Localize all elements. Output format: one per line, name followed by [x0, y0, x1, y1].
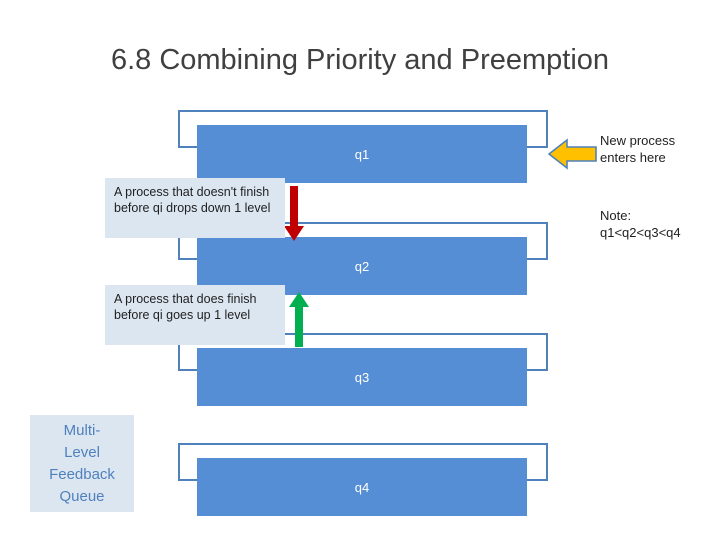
page-title: 6.8 Combining Priority and Preemption — [110, 44, 610, 76]
callout-demote-text: A process that doesn't finish before qi … — [114, 185, 271, 215]
queue-bar-q3[interactable]: q3 — [197, 348, 527, 406]
queue-label-q3: q3 — [354, 369, 370, 385]
mlfq-line3: Feedback — [49, 465, 115, 483]
queue-label-q2: q2 — [354, 258, 370, 274]
mlfq-line2: Level — [64, 443, 100, 461]
arrow-left-icon — [547, 138, 597, 170]
arrow-down-icon — [284, 186, 304, 241]
new-process-note: New process enters here — [600, 132, 710, 166]
callout-promote-text: A process that does finish before qi goe… — [114, 292, 257, 322]
priority-note: Note: q1<q2<q3<q4 — [600, 207, 715, 241]
callout-demote-note: A process that doesn't finish before qi … — [105, 178, 285, 238]
new-process-note-line1: New process — [600, 133, 676, 148]
queue-bar-q1[interactable]: q1 — [197, 125, 527, 183]
queue-bar-q4[interactable]: q4 — [197, 458, 527, 516]
queue-label-q1: q1 — [354, 146, 370, 162]
priority-note-line2: q1<q2<q3<q4 — [600, 225, 681, 240]
mlfq-label-box: Multi- Level Feedback Queue — [30, 415, 134, 512]
mlfq-line1: Multi- — [63, 421, 101, 439]
mlfq-line4: Queue — [59, 487, 105, 505]
queue-label-q4: q4 — [354, 479, 370, 495]
new-process-note-line2: enters here — [600, 150, 666, 165]
priority-note-line1: Note: — [600, 208, 632, 223]
callout-promote-note: A process that does finish before qi goe… — [105, 285, 285, 345]
arrow-up-icon — [289, 292, 309, 347]
